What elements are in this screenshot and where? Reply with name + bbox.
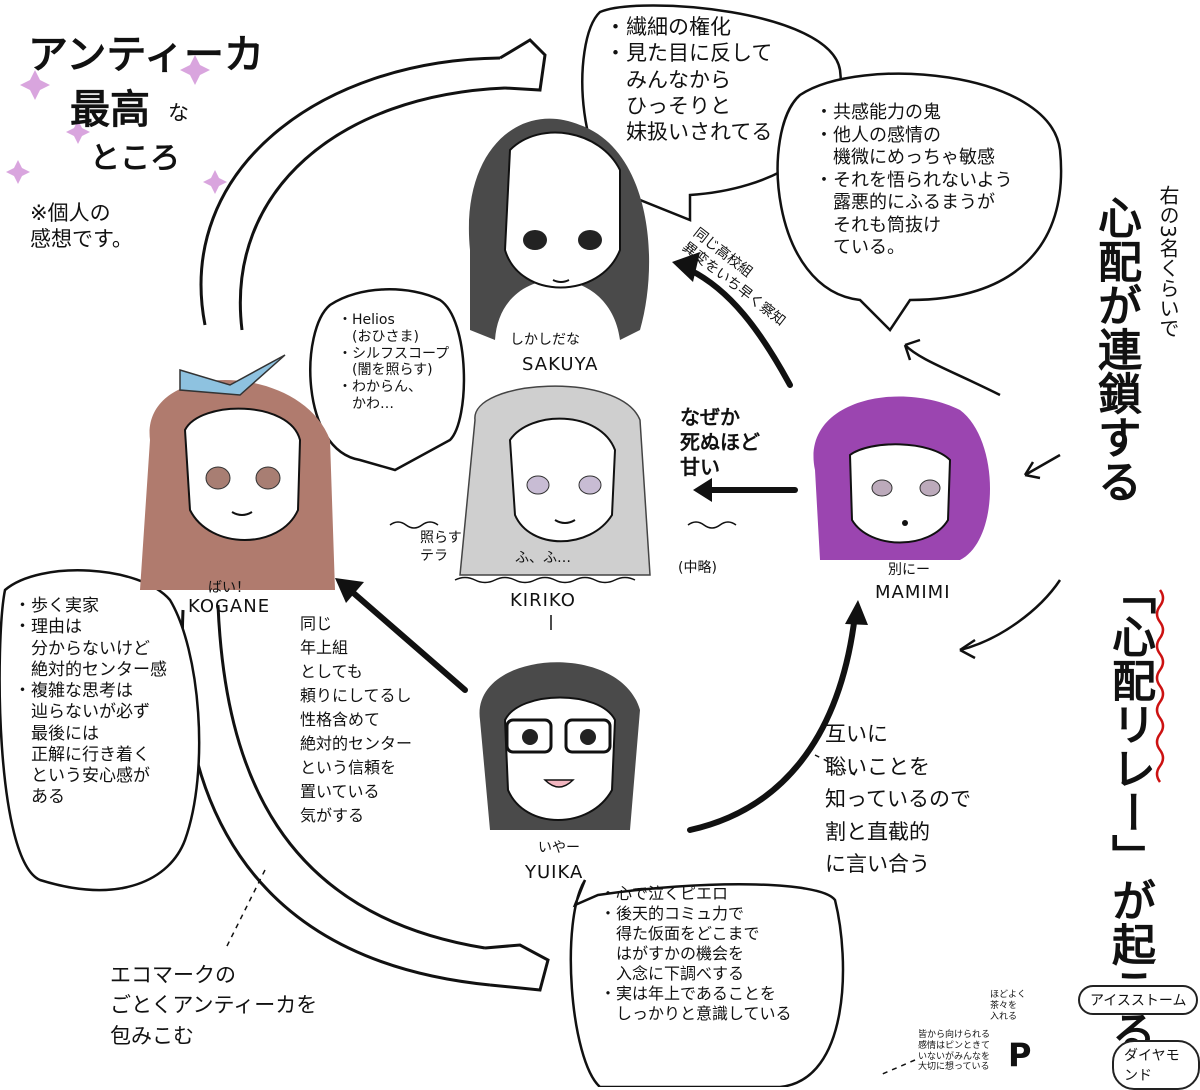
kiriko-note: ・Helios (おひさま) ・シルフスコープ (闇を照らす) ・わからん、 か… <box>338 312 450 412</box>
kiriko-face <box>459 385 651 576</box>
eco-label: エコマークの ごとくアンティーカを 包みこむ <box>110 963 318 1048</box>
kogane-face <box>140 354 335 590</box>
sakuya-face <box>468 118 650 340</box>
kogane-nickname: ばい！ <box>208 580 250 596</box>
yuika-face <box>479 662 640 830</box>
kogane-name: KOGANE <box>188 596 271 617</box>
yuika-mamimi-label: 互いに 聡いことを 知っているので 割と直截的 に言い合う <box>825 722 971 877</box>
side-note-small: 右の3名くらいで <box>1156 185 1180 338</box>
thin-arrows <box>550 338 1062 660</box>
diamond-tag: ダイヤモンド <box>1112 1040 1200 1090</box>
dashed-leaders <box>224 754 916 1076</box>
mamimi-name: MAMIMI <box>875 582 951 603</box>
yuika-note: ・心で泣くピエロ ・後天的コミュ力で 得た仮面をどこまで はがすかの機会を 入念… <box>600 884 792 1023</box>
side-note-line-1: 心配が連鎖する <box>1090 195 1141 503</box>
squiggles <box>389 521 737 584</box>
producer-side-note: ほどよく 茶々を 入れる <box>990 990 1027 1022</box>
sakuya-name: SAKUYA <box>522 354 599 375</box>
speech-bubbles <box>0 4 1063 1087</box>
kiriko-mamimi-label: なぜか 死ぬほど 甘い <box>680 405 760 479</box>
sparkle-decoration <box>6 55 227 194</box>
producer-mark: P <box>1008 1036 1032 1074</box>
kiriko-nickname: ふ、ふ… <box>515 550 571 566</box>
title-line-2: 最高 <box>70 87 150 133</box>
mamimi-note: ・共感能力の鬼 ・他人の感情の 機微にめっちゃ敏感 ・それを悟られないよう 露悪… <box>815 102 1013 258</box>
mamimi-nickname: 別にー <box>888 562 930 578</box>
title-line-1: アンティーカ <box>28 32 264 78</box>
sakuya-nickname: しかしだな <box>510 332 580 348</box>
yuika-kogane-label: 同じ 年上組 としても 頼りにしてるし 性格含めて 絶対的センター という信頼を… <box>300 614 413 825</box>
yuika-nickname: いやー <box>538 840 580 856</box>
arrow-heads <box>335 252 868 625</box>
embrace-arm <box>180 38 550 992</box>
relationship-arrows <box>347 267 858 833</box>
icestorm-tag: アイスストーム <box>1078 985 1199 1015</box>
kiriko-side-right: (中略) <box>678 560 717 576</box>
disclaimer: ※個人の 感想です。 <box>30 201 133 252</box>
relay-wave-mark <box>1155 589 1165 783</box>
kiriko-name: KIRIKO <box>510 590 576 611</box>
kogane-note: ・歩く実家 ・理由は 分からないけど 絶対的センター感 ・複雑な思考は 辿らない… <box>14 596 167 808</box>
yuika-name: YUIKA <box>525 862 584 883</box>
producer-note: 皆から向けられる 感情はピンときて いないがみんなを 大切に想っている <box>918 1030 991 1073</box>
sakuya-note: ・繊細の権化 ・見た目に反して みんなから ひっそりと 妹扱いされてる <box>605 15 773 144</box>
side-note-line-2: 「心配リレー」が起こる <box>1104 570 1155 1054</box>
mamimi-face <box>813 396 990 560</box>
title-line-2-suffix: な <box>168 101 189 125</box>
kiriko-side-left: 照らす テラ <box>420 530 462 564</box>
title-line-3: ところ <box>90 141 180 176</box>
